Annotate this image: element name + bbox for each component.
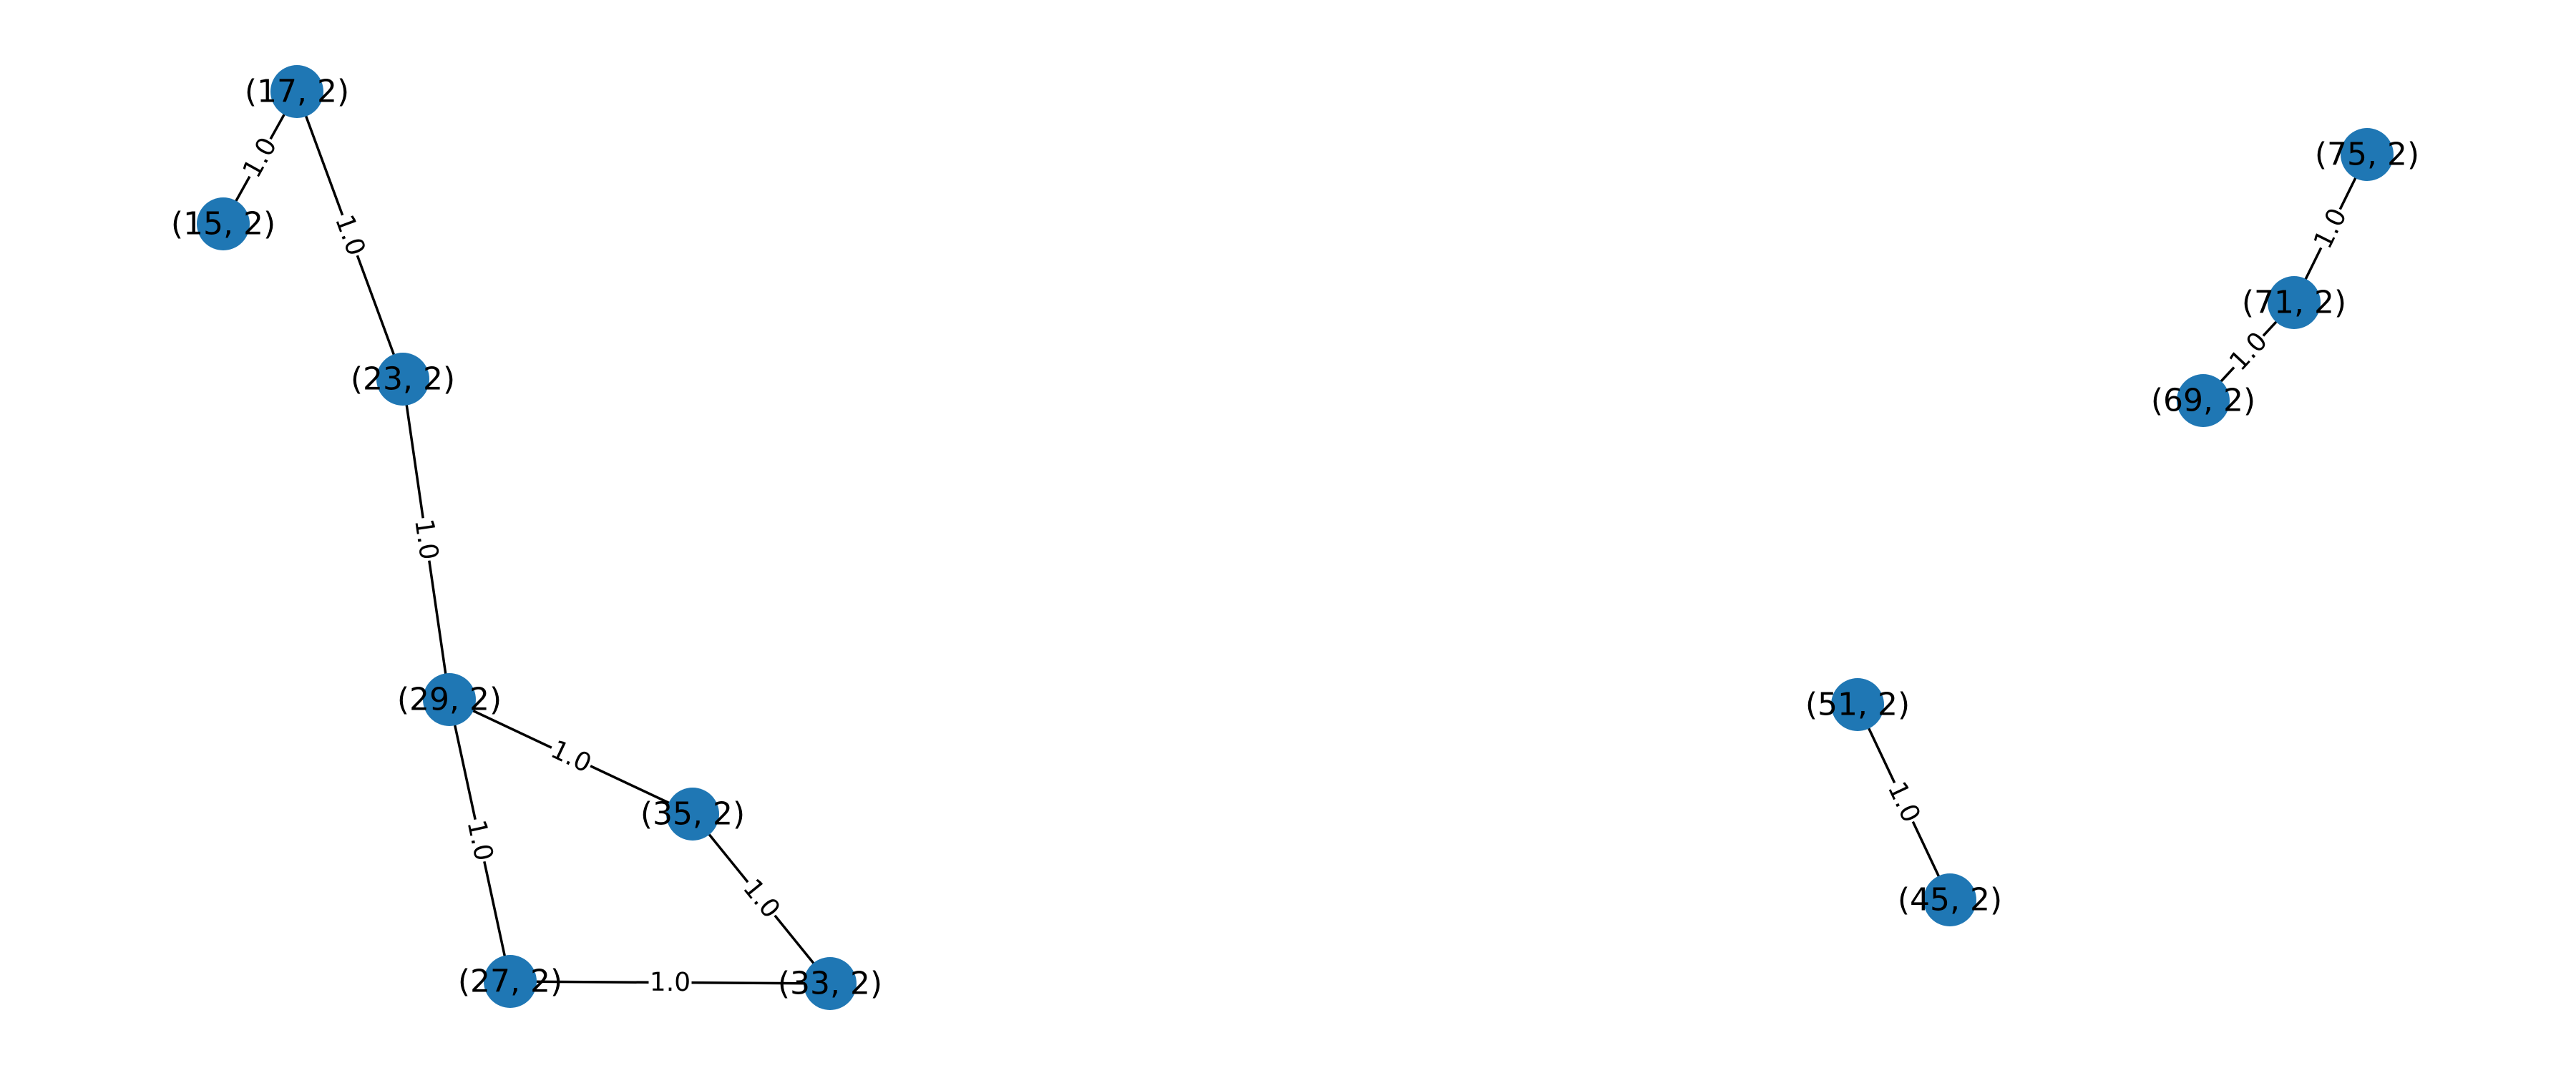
edge-label-group: 1.0	[459, 816, 500, 865]
node-label: (33, 2)	[778, 966, 882, 1002]
node-n33	[804, 957, 857, 1010]
node-n75	[2341, 128, 2394, 181]
edge-label-background	[736, 872, 787, 926]
edge-label-background	[2307, 202, 2354, 255]
node-labels-layer: (17, 2) (15, 2) (23, 2) (29, 2) (35, 2) (27, …	[171, 74, 2419, 1002]
node-label: (35, 2)	[640, 796, 745, 833]
node-label: (51, 2)	[1805, 687, 1910, 723]
edge-label-background	[2222, 325, 2275, 378]
node-label: (45, 2)	[1898, 882, 2002, 918]
edge-label-background	[327, 210, 373, 261]
nodes-layer	[197, 65, 2394, 1010]
node-n35	[666, 788, 719, 841]
node-n29	[423, 673, 476, 726]
edge-weight-label: 1.0	[1882, 778, 1926, 827]
edge-weight-label: 1.0	[546, 735, 595, 778]
node-label: (17, 2)	[245, 74, 349, 110]
edge-label-group: 1.0	[2307, 202, 2354, 255]
edge-weight-label: 1.0	[238, 133, 283, 183]
edge-label-background	[235, 131, 285, 185]
node-label: (23, 2)	[351, 361, 455, 398]
node-n17	[270, 65, 323, 118]
edge-label-background	[407, 516, 445, 563]
node-n15	[197, 197, 250, 250]
node-label: (29, 2)	[397, 682, 502, 718]
edge-labels-layer: 1.01.01.01.01.01.01.01.01.01.0	[235, 131, 2354, 999]
edge-weight-label: 1.0	[2308, 204, 2353, 253]
node-n23	[376, 353, 429, 406]
edge-label-background	[459, 816, 500, 865]
edge-label-background	[648, 966, 692, 999]
node-n51	[1831, 678, 1884, 731]
node-n27	[484, 955, 537, 1008]
node-label: (71, 2)	[2242, 285, 2346, 321]
edges-layer	[222, 91, 2368, 985]
edge-label-background	[545, 733, 597, 780]
edge-label-group: 1.0	[1880, 775, 1928, 829]
node-label: (27, 2)	[458, 964, 562, 1000]
edge-label-background	[1880, 775, 1928, 829]
edge-weight-label: 1.0	[650, 968, 691, 997]
edge-label-group: 1.0	[235, 131, 285, 185]
node-label: (69, 2)	[2151, 383, 2255, 419]
edge-label-group: 1.0	[327, 210, 373, 261]
edge-label-group: 1.0	[545, 733, 597, 780]
edge-weight-label: 1.0	[461, 818, 498, 864]
node-n69	[2177, 374, 2230, 427]
edge-label-group: 1.0	[407, 516, 445, 563]
node-label: (75, 2)	[2315, 137, 2419, 173]
edge-label-group: 1.0	[736, 872, 787, 926]
node-n45	[1923, 873, 1976, 926]
node-n71	[2268, 276, 2321, 329]
edge-weight-label: 1.0	[409, 517, 444, 562]
edge-label-group: 1.0	[648, 966, 692, 999]
node-label: (15, 2)	[171, 206, 275, 242]
edge-weight-label: 1.0	[737, 873, 786, 923]
